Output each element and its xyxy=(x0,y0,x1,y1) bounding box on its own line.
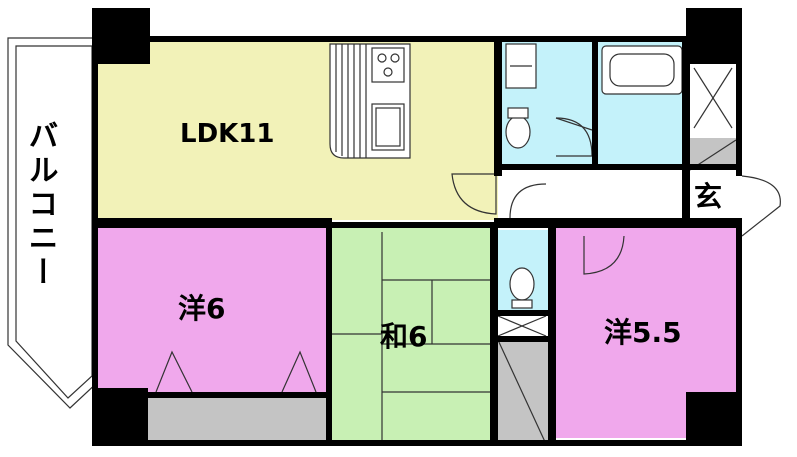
door-swing-icon xyxy=(451,117,781,275)
sink-icon xyxy=(371,103,405,151)
toilet-icon xyxy=(505,107,531,149)
stove-icon xyxy=(371,47,405,83)
counter-stripes xyxy=(335,44,367,158)
toilet-icon-2 xyxy=(509,267,535,309)
room-japanese6 xyxy=(330,228,490,442)
room-ldk xyxy=(96,40,498,220)
room-label-west6: 洋6 xyxy=(178,292,225,325)
room-label-entrance: 玄 xyxy=(694,180,722,213)
room-west6 xyxy=(96,228,326,394)
closet-west6 xyxy=(146,396,326,444)
room-label-japanese6: 和6 xyxy=(380,320,427,353)
tatami-lines xyxy=(332,232,490,440)
balcony-outline xyxy=(7,37,101,409)
room-label-west55: 洋5.5 xyxy=(604,316,682,349)
balcony-inner-outline xyxy=(15,45,93,399)
room-label-ldk: LDK11 xyxy=(180,119,274,149)
kitchen-counter xyxy=(329,43,411,159)
walls xyxy=(92,8,742,446)
closet-door-markers xyxy=(155,350,317,393)
washbasin-icon xyxy=(505,43,537,89)
bathtub-icon xyxy=(601,45,683,95)
room-label-balcony: バルコニー xyxy=(23,120,58,290)
balcony xyxy=(7,37,101,409)
